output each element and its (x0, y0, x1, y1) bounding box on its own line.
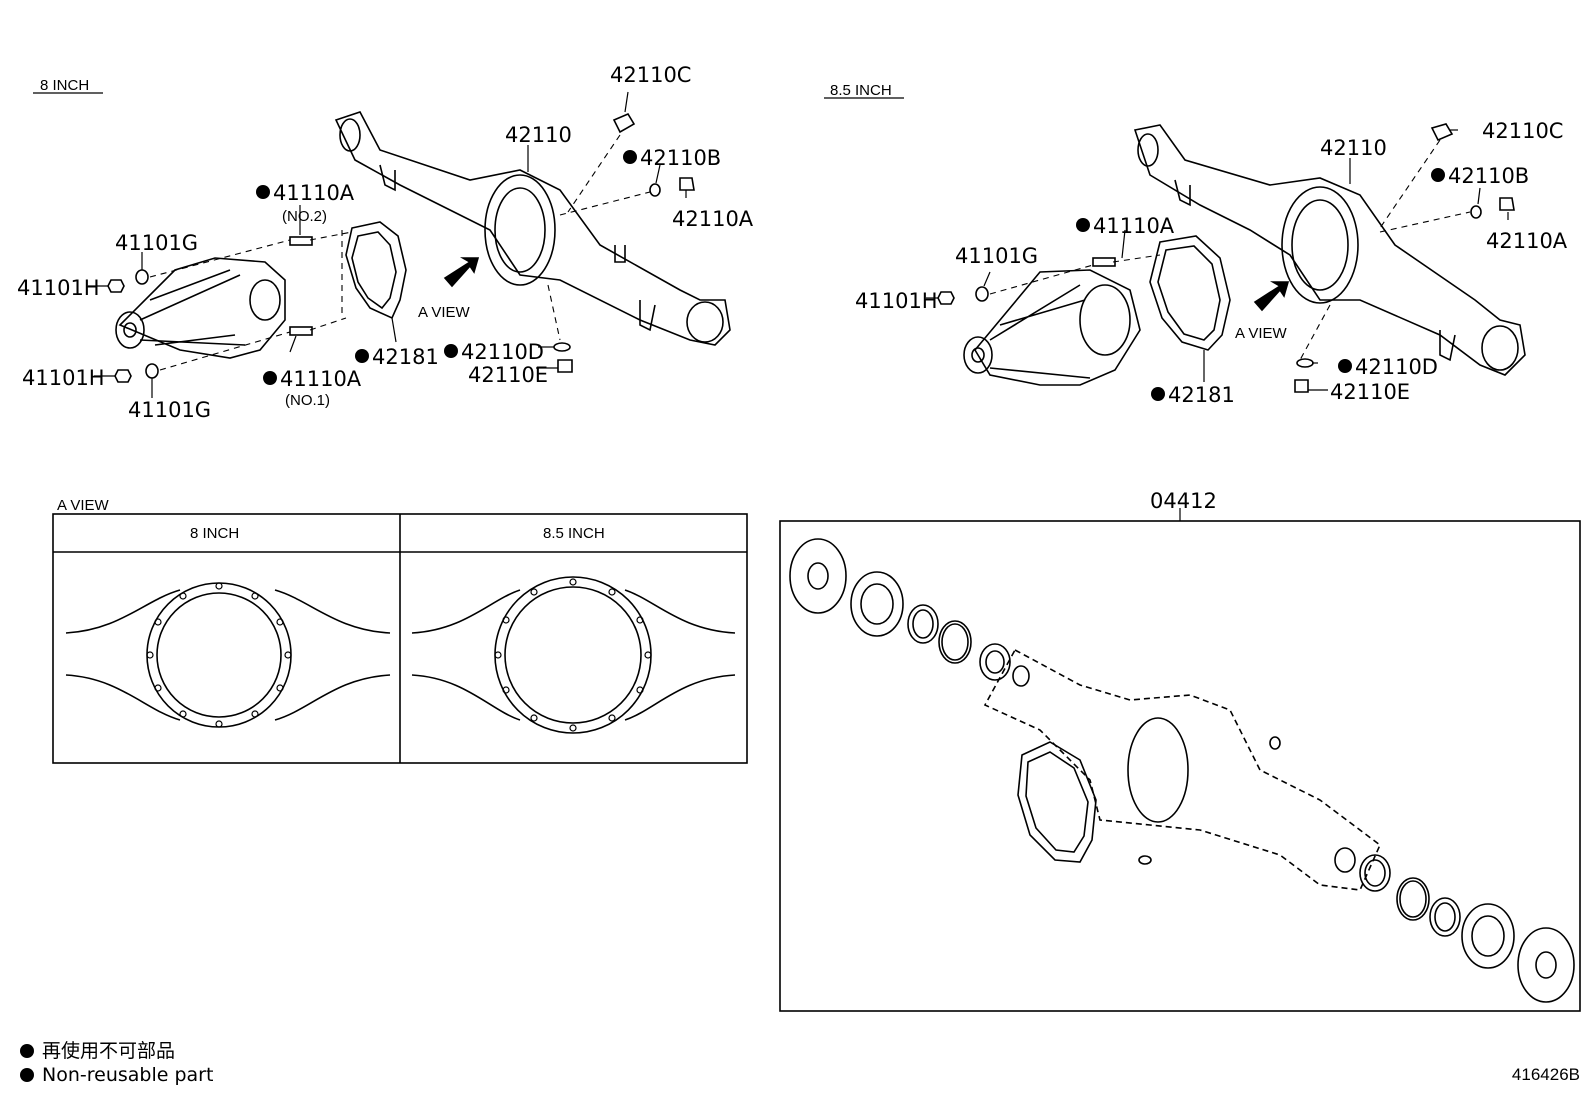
kit-label-04412: 04412 (1150, 489, 1217, 513)
left-differential-carrier (115, 257, 286, 359)
section-title-8-5-inch: 8.5 INCH (830, 82, 892, 99)
a-view-col-8-5-inch: 8.5 INCH (543, 525, 605, 542)
label-42110-right: 42110 (1320, 136, 1387, 160)
label-41101g-right: 41101G (955, 244, 1038, 268)
label-42110c-left: 42110C (610, 63, 691, 87)
label-41110a-right: 41110A (1093, 214, 1175, 238)
label-42110-left: 42110 (505, 123, 572, 147)
legend-japanese: 再使用不可部品 (20, 1036, 175, 1063)
right-view-arrow (1253, 281, 1290, 312)
label-42110d-left: 42110D (461, 340, 544, 364)
left-axle-housing (334, 111, 731, 346)
label-42110a-right: 42110A (1486, 229, 1568, 253)
bullet-icon (20, 1068, 34, 1082)
left-gasket-42181 (345, 221, 407, 320)
label-42110c-right: 42110C (1482, 119, 1563, 143)
label-41110a-bottom-left: 41110A (280, 367, 362, 391)
left-view-arrow (443, 257, 480, 288)
right-studs-and-washers (937, 123, 1515, 393)
label-41101g-top-left: 41101G (115, 231, 198, 255)
label-a-view-right: A VIEW (1235, 325, 1288, 342)
legend-line-2: Non-reusable part (42, 1064, 214, 1086)
label-42110b-left: 42110B (640, 146, 721, 170)
right-axle-housing (1133, 124, 1526, 376)
label-42110e-left: 42110E (468, 363, 548, 387)
label-42110d-right: 42110D (1355, 355, 1438, 379)
a-view-col-8-inch: 8 INCH (190, 525, 239, 542)
label-41101h-bottom-left: 41101H (22, 366, 105, 390)
a-view-table (52, 513, 748, 764)
bullet-icon (20, 1044, 34, 1058)
label-42110e-right: 42110E (1330, 380, 1410, 404)
legend-english: Non-reusable part (20, 1064, 213, 1086)
label-a-view-left: A VIEW (418, 304, 471, 321)
illustration-id: 416426B (1511, 1065, 1580, 1084)
label-41101h-right: 41101H (855, 289, 938, 313)
right-differential-carrier (963, 269, 1141, 386)
label-41101h-top-left: 41101H (17, 276, 100, 300)
label-no2: (NO.2) (282, 208, 327, 225)
section-title-8-inch: 8 INCH (40, 77, 89, 94)
label-41110a-top-left: 41110A (273, 181, 355, 205)
label-no1: (NO.1) (285, 392, 330, 409)
label-42181-left: 42181 (372, 345, 439, 369)
label-42110a-left: 42110A (672, 207, 754, 231)
label-42181-right: 42181 (1168, 383, 1235, 407)
right-gasket-42181 (1149, 235, 1231, 351)
label-41101g-bottom-left: 41101G (128, 398, 211, 422)
label-42110b-right: 42110B (1448, 164, 1529, 188)
kit-box (779, 508, 1581, 1012)
a-view-bolt-holes (146, 578, 652, 732)
legend-line-1: 再使用不可部品 (42, 1040, 176, 1062)
a-view-title: A VIEW (57, 497, 110, 514)
